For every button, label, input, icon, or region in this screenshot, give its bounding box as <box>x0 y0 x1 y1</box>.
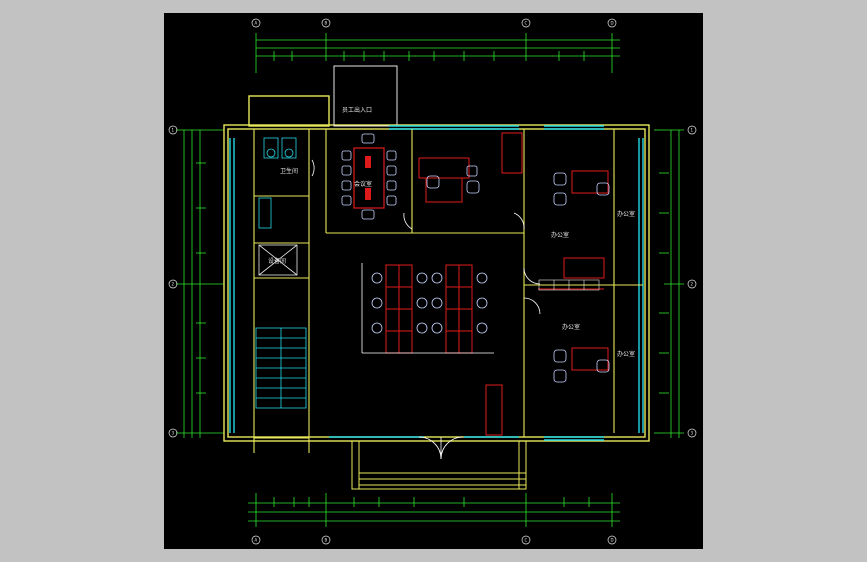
right-office-furniture <box>538 170 609 371</box>
grid-label-bottom-d: D <box>611 538 614 543</box>
middle-office-desks <box>418 132 523 203</box>
elevator-shaft <box>258 244 298 276</box>
floor-plan: A B C D A B C D <box>168 18 697 545</box>
left-grid-bubbles <box>168 125 178 438</box>
open-office-chairs <box>371 272 488 334</box>
grid-label-left-1: 1 <box>172 128 175 133</box>
room-label-entrance: 员工出入口 <box>342 106 372 114</box>
room-label-office-tag-b: 办公室 <box>617 350 635 358</box>
room-label-meeting: 会议室 <box>354 180 372 188</box>
grid-label-bottom-b: B <box>325 538 328 543</box>
grid-label-right-3: 3 <box>691 431 694 436</box>
meeting-chairs <box>341 133 397 220</box>
entry-doors <box>311 159 541 460</box>
conference-table <box>353 147 385 209</box>
grid-label-left-3: 3 <box>172 431 175 436</box>
left-dimensions <box>176 129 224 438</box>
grid-label-top-d: D <box>611 21 614 26</box>
room-label-equipment: 设备间 <box>268 257 286 265</box>
bottom-grid-labels: A B C D <box>255 538 614 543</box>
open-office-partitions <box>361 263 494 354</box>
open-office-workstations <box>385 264 503 436</box>
room-label-office-right-bottom: 办公室 <box>562 323 580 331</box>
grid-label-bottom-c: C <box>525 538 528 543</box>
right-grid-labels: 1 2 3 <box>691 128 694 436</box>
grid-label-right-2: 2 <box>691 282 694 287</box>
right-office-storage <box>538 279 600 291</box>
bottom-grid-bubbles <box>251 535 617 545</box>
room-label-toilet: 卫生间 <box>280 167 298 175</box>
right-dimensions <box>654 129 684 438</box>
top-grid-bubbles <box>251 18 617 28</box>
grid-label-top-c: C <box>525 21 528 26</box>
top-grid-labels: A B C D <box>255 21 614 26</box>
toilet-fixtures <box>258 137 297 229</box>
grid-label-top-b: B <box>325 21 328 26</box>
right-office-chairs <box>553 172 610 383</box>
room-label-office-right-top: 办公室 <box>551 231 569 239</box>
bottom-dimensions <box>248 493 620 527</box>
room-label-office-tag-a: 办公室 <box>617 210 635 218</box>
grid-label-top-a: A <box>255 21 258 26</box>
grid-label-bottom-a: A <box>255 538 258 543</box>
grid-label-left-2: 2 <box>172 282 175 287</box>
stairs <box>255 327 307 409</box>
left-grid-labels: 1 2 3 <box>172 128 175 436</box>
cad-drawing-canvas: A B C D A B C D <box>164 13 703 549</box>
entrance-porch <box>351 440 527 490</box>
right-grid-bubbles <box>687 125 697 438</box>
interior-walls <box>253 129 643 453</box>
middle-office-chairs <box>426 165 480 194</box>
grid-label-right-1: 1 <box>691 128 694 133</box>
exterior-walls <box>223 65 650 442</box>
top-dimensions <box>255 33 620 73</box>
